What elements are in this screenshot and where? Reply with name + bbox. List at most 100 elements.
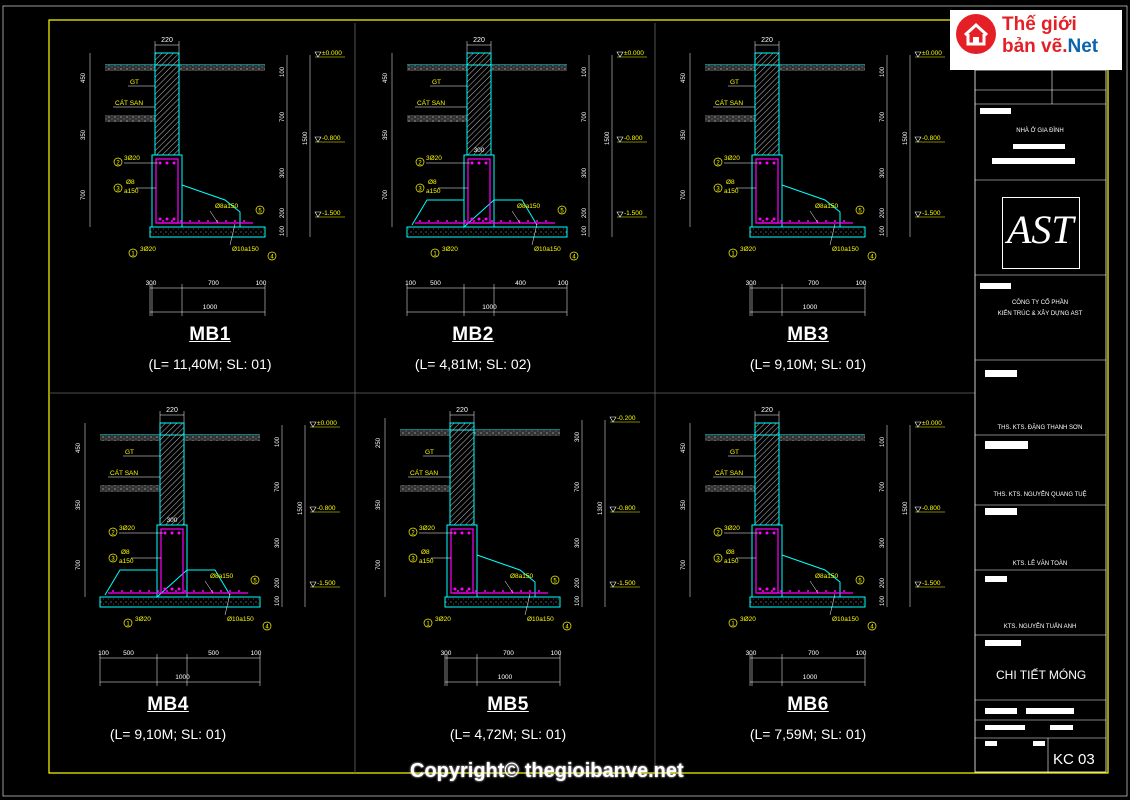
label-rebar: Ø8 bbox=[421, 549, 430, 556]
callout-circle bbox=[855, 575, 865, 585]
sand-layer bbox=[105, 115, 155, 122]
label-rebar: Ø8a150 bbox=[210, 573, 234, 580]
callout-number: 4 bbox=[265, 625, 269, 631]
drawing-title-mb4: MB4 bbox=[147, 694, 189, 715]
callout-circle bbox=[415, 183, 425, 193]
dim-text: 100 bbox=[880, 225, 886, 236]
tb-blank-field bbox=[985, 741, 997, 746]
tb-blank-field bbox=[980, 283, 1011, 289]
footing-outline bbox=[181, 184, 241, 227]
leader bbox=[829, 593, 836, 616]
label-rebar: 3Ø20 bbox=[119, 525, 135, 532]
rebar-dot bbox=[193, 590, 195, 592]
tb-person-3: KTS. LÊ VĂN TOÀN bbox=[1012, 561, 1068, 567]
rebar-dot bbox=[130, 590, 132, 592]
rebar-dot bbox=[825, 220, 827, 222]
leader bbox=[511, 210, 521, 224]
rebar-dot bbox=[477, 161, 481, 165]
rebar-dot bbox=[455, 220, 457, 222]
dim-text: 220 bbox=[166, 407, 178, 414]
label-rebar: Ø8a150 bbox=[215, 203, 239, 210]
dim-text: 220 bbox=[161, 37, 173, 44]
leader bbox=[531, 223, 538, 246]
soil-fill bbox=[407, 65, 467, 71]
lean-concrete bbox=[749, 226, 866, 238]
drawing-subtitle-mb6: (L= 7,59M; SL: 01) bbox=[749, 726, 867, 742]
level-text: -1.500 bbox=[322, 210, 341, 217]
dim-text: 100 bbox=[405, 280, 416, 287]
rebar-dot bbox=[225, 220, 227, 222]
rebar-dot bbox=[163, 587, 167, 591]
label-cat-san: CÁT SAN bbox=[417, 98, 445, 107]
rebar-dot bbox=[470, 161, 474, 165]
drawing-subtitle-mb4: (L= 9,10M; SL: 01) bbox=[109, 726, 227, 742]
title-block-frame bbox=[974, 69, 1107, 773]
callout-number: 2 bbox=[411, 531, 415, 537]
dim-text: 100 bbox=[280, 225, 286, 236]
callout-number: 2 bbox=[716, 161, 720, 167]
wall bbox=[754, 422, 780, 526]
wall bbox=[154, 52, 180, 156]
callout-number: 1 bbox=[426, 622, 430, 628]
rebar-dot bbox=[765, 161, 769, 165]
callout-number: 3 bbox=[418, 187, 422, 193]
callout-number: 3 bbox=[716, 187, 720, 193]
dim-text: 1500 bbox=[298, 501, 304, 515]
foundation-section-mb5: 2202503507003007003002001001300-0.200-0.… bbox=[376, 407, 640, 686]
label-rebar: 3Ø20 bbox=[135, 616, 151, 623]
dim-text: 200 bbox=[280, 207, 286, 218]
rebar-dot bbox=[163, 531, 167, 535]
rebar-dot bbox=[545, 220, 547, 222]
level-text: -1.500 bbox=[624, 210, 643, 217]
rebar-dot bbox=[158, 217, 162, 221]
level-marker-icon bbox=[914, 581, 922, 588]
callout-circle bbox=[415, 157, 425, 167]
dim-text: 700 bbox=[880, 481, 886, 492]
level-text: ±0.000 bbox=[317, 420, 337, 427]
drawing-title-mb5: MB5 bbox=[487, 694, 529, 715]
level-marker-icon bbox=[609, 416, 617, 423]
dim-text: 400 bbox=[515, 280, 526, 287]
label-rebar: 3Ø20 bbox=[426, 155, 442, 162]
callout-circle bbox=[550, 575, 560, 585]
dim-text: 1000 bbox=[803, 304, 818, 311]
leader bbox=[524, 593, 531, 616]
dim-text: 700 bbox=[76, 559, 82, 570]
callout-circle bbox=[408, 553, 418, 563]
callout-number: 1 bbox=[731, 252, 735, 258]
lean-concrete bbox=[99, 596, 261, 608]
dim-text: 100 bbox=[558, 280, 569, 287]
tb-person-4: KTS. NGUYỄN TUẤN ANH bbox=[1003, 624, 1077, 630]
label-rebar: Ø8 bbox=[126, 179, 135, 186]
rebar-dot bbox=[482, 220, 484, 222]
label-rebar: a150 bbox=[426, 188, 441, 195]
rebar-dot bbox=[798, 590, 800, 592]
callout-number: 5 bbox=[858, 579, 862, 585]
level-text: -1.500 bbox=[922, 580, 941, 587]
rebar-dot bbox=[772, 587, 776, 591]
dim-text: 700 bbox=[575, 481, 581, 492]
soil-fill bbox=[705, 65, 755, 71]
rebar-dot bbox=[162, 220, 164, 222]
lean-concrete bbox=[444, 596, 561, 608]
level-text: ±0.000 bbox=[624, 50, 644, 57]
drawing-title-mb6: MB6 bbox=[787, 694, 829, 715]
dim-text: 300 bbox=[280, 167, 286, 178]
foundation-section-mb3: 2204503507001007003002001001500±0.000-0.… bbox=[681, 37, 945, 316]
dim-text: 1300 bbox=[598, 501, 604, 515]
rebar-dot bbox=[457, 590, 459, 592]
rebar-dot bbox=[175, 590, 177, 592]
rebar-dot bbox=[834, 590, 836, 592]
soil-fill bbox=[779, 65, 865, 71]
dim-text: 200 bbox=[582, 207, 588, 218]
tb-blank-field bbox=[985, 640, 1021, 646]
soil-fill bbox=[184, 435, 260, 441]
rebar-dot bbox=[484, 161, 488, 165]
rebar-dot bbox=[527, 220, 529, 222]
tb-blank-field bbox=[1033, 741, 1045, 746]
rebar-dot bbox=[529, 590, 531, 592]
dim-text: 350 bbox=[376, 499, 382, 510]
label-rebar: Ø8a150 bbox=[510, 573, 534, 580]
dim-text: 100 bbox=[280, 66, 286, 77]
dim-text: 300 bbox=[582, 167, 588, 178]
